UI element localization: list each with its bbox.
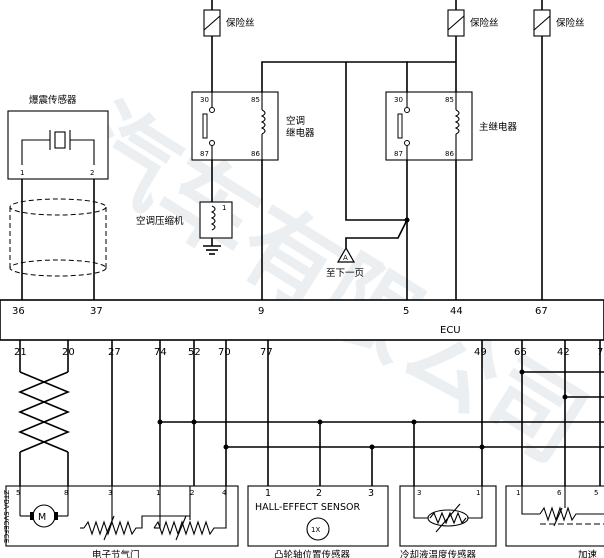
ecu-pin-42: 42 (557, 347, 570, 358)
ac-relay-pin30: 30 (200, 96, 209, 104)
temp-pin-3: 3 (417, 489, 421, 497)
ecu-pin-67: 67 (535, 306, 548, 317)
ac-relay: 30 85 87 86 空调 继电器 (191, 91, 315, 161)
main-relay: 30 85 87 86 主继电器 (385, 91, 518, 161)
ecu-pin-49: 49 (474, 347, 487, 358)
main-relay-pin30: 30 (394, 96, 403, 104)
throttle-pin-8: 8 (64, 489, 68, 497)
hall-sensor-symbol: 1X (311, 526, 320, 534)
ecu-pin-44: 44 (450, 306, 463, 317)
ac-relay-label-1: 空调 (286, 115, 305, 127)
electronic-throttle: 5 8 3 1 2 4 M (5, 485, 239, 547)
ecu-pin-37: 37 (90, 306, 103, 317)
accel-pin-5: 5 (594, 489, 598, 497)
hall-pin-3: 3 (368, 488, 374, 499)
main-relay-pin87: 87 (394, 150, 403, 158)
ac-relay-label-2: 继电器 (286, 127, 315, 139)
throttle-pin-5: 5 (16, 489, 20, 497)
ecu: 36 37 9 5 44 67 ECU (0, 299, 604, 341)
fuse-ac-relay: 保险丝 (203, 0, 255, 92)
accel-pin-1: 1 (516, 489, 520, 497)
fuse-main-relay: 保险丝 (447, 0, 499, 92)
fuse-label: 保险丝 (226, 17, 255, 29)
knock-sensor-pin1: 1 (20, 169, 24, 177)
connector-label: 至下一页 (326, 268, 364, 279)
motor-symbol: M (38, 512, 46, 523)
accel-pin-6: 6 (557, 489, 562, 497)
throttle-pin-4: 4 (222, 489, 227, 497)
hall-sensor-icon (306, 517, 330, 541)
ecu-pin-66: 66 (514, 347, 527, 358)
knock-sensor: 爆震传感器 1 2 (7, 94, 109, 180)
main-relay-label: 主继电器 (479, 121, 518, 133)
throttle-pin-2: 2 (190, 489, 194, 497)
ac-relay-pin87: 87 (200, 150, 209, 158)
throttle-pin-3: 3 (108, 489, 112, 497)
accelerator-sensor: 1 6 5 (505, 485, 604, 547)
side-text: ZTDA SVCEFCE (2, 490, 10, 543)
ecu-pin-70: 70 (218, 347, 231, 358)
main-relay-pin86: 86 (445, 150, 454, 158)
twisted-pair (17, 340, 71, 486)
ecu-pin-5: 5 (403, 306, 409, 317)
fuse-label: 保险丝 (556, 17, 585, 29)
ac-relay-pin86: 86 (251, 150, 260, 158)
ecu-bottom-pins: 21 20 27 74 52 70 77 49 66 42 7 (14, 347, 603, 358)
connector-letter: A (343, 254, 348, 262)
ecu-pin-27: 27 (108, 347, 121, 358)
main-relay-pin85: 85 (445, 96, 454, 104)
knock-sensor-shield (9, 179, 107, 300)
temp-pin-1: 1 (476, 489, 480, 497)
ac-compressor: 1 空调压缩机 (136, 160, 233, 255)
ac-compressor-pin: 1 (222, 204, 226, 212)
temp-sensor-label: 冷却液温度传感器 (400, 549, 477, 558)
fuse-ecu-67: 保险丝 (533, 0, 585, 300)
ecu-pin-36: 36 (12, 306, 25, 317)
wire-to-connector (345, 219, 408, 248)
ac-relay-pin85: 85 (251, 96, 260, 104)
knock-sensor-label: 爆震传感器 (29, 94, 77, 106)
ecu-label: ECU (440, 325, 461, 336)
hall-pin-2: 2 (316, 488, 322, 499)
hall-sensor-label: 凸轮轴位置传感器 (274, 549, 351, 558)
next-page-connector: A 至下一页 (326, 246, 364, 279)
coolant-temp-sensor: 3 1 (399, 485, 497, 547)
knock-sensor-pin2: 2 (90, 169, 94, 177)
hall-effect-sensor: 1 2 3 HALL-EFFECT SENSOR 1X (247, 485, 389, 547)
wire-junction-back (345, 62, 407, 221)
hall-pin-1: 1 (265, 488, 271, 499)
throttle-pin-1: 1 (156, 489, 160, 497)
ecu-pin-9: 9 (258, 306, 264, 317)
wire-relay-supply (261, 61, 408, 92)
ecu-pin-77: 77 (260, 347, 273, 358)
hall-sensor-title: HALL-EFFECT SENSOR (255, 502, 361, 513)
fuse-label: 保险丝 (470, 17, 499, 29)
ac-compressor-label: 空调压缩机 (136, 215, 184, 227)
accel-sensor-label: 加速 (578, 550, 598, 558)
throttle-label: 电子节气门 (92, 549, 140, 558)
